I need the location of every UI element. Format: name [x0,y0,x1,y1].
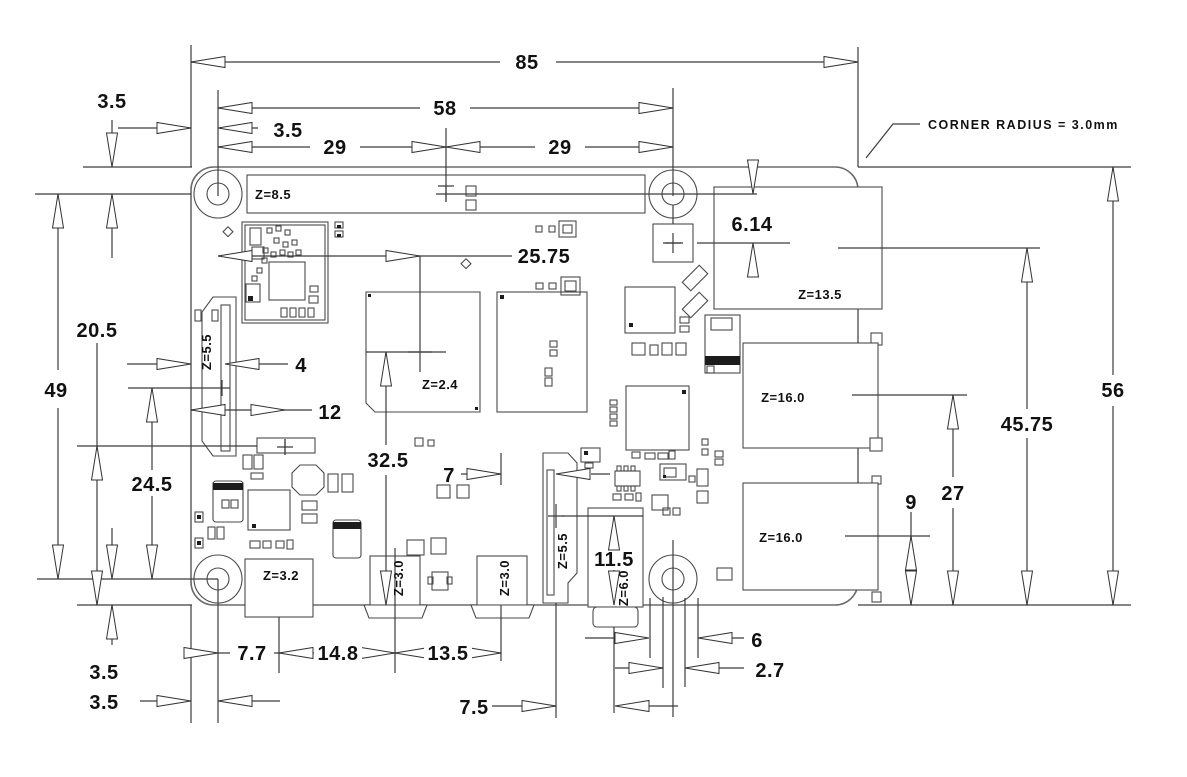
z-usb-lower: Z=16.0 [759,530,803,545]
dim-hdmi-to-csi-gap: 7 [443,465,455,487]
dim-top-edge-to-hole: 3.5 [97,91,126,113]
dim-ethernet-center-height: 45.75 [1001,414,1054,436]
z-power: Z=3.2 [263,568,299,583]
dim-csi-to-audio: 7.5 [459,697,488,719]
power-connector [244,558,314,618]
dim-edge-to-sd: 12 [318,402,341,424]
wifi-part [249,227,262,246]
small-components [194,185,741,591]
dim-bottom-edge-to-hole: 3.5 [89,662,118,684]
dim-hole-to-soc: 25.75 [518,246,571,268]
wifi-dot [248,296,253,301]
z-soc: Z=2.4 [422,377,458,392]
dim-hole-to-poe: 6.14 [732,214,773,236]
dim-dsi-to-hole: 24.5 [132,474,173,496]
dim-hole-pitch-y: 49 [44,380,67,402]
dim-hole-diameter: 2.7 [755,660,784,682]
component-dots [197,225,740,545]
dim-pad-diameter: 6 [751,630,763,652]
dim-csi-center-height: 11.5 [594,549,634,571]
dsi-connector [201,296,237,457]
wifi-passives [251,225,319,318]
z-ethernet: Z=13.5 [798,287,842,302]
ram-chip [496,291,588,413]
dim-hole-to-power: 7.7 [237,643,266,665]
dim-usb-upper-height: 27 [941,483,964,505]
z-height-labels: Z=8.5 Z=13.5 Z=16.0 Z=16.0 Z=2.4 Z=3.2 Z… [199,187,842,606]
usb-tab-1 [869,437,883,452]
dim-power-to-hdmi: 14.8 [318,643,359,665]
corner-radius-note: CORNER RADIUS = 3.0mm [928,118,1119,132]
bottom-connector-2 [476,555,528,606]
sd-card [256,437,316,454]
z-csi: Z=5.5 [555,533,570,569]
wifi-shield-inner [244,224,326,321]
z-audio: Z=6.0 [616,570,631,606]
arrowheads-up [51,166,1120,640]
dim-usb-lower-height: 9 [905,492,917,514]
dim-left-edge-to-hole-bottom: 3.5 [89,692,118,714]
z-hdmi: Z=3.0 [391,560,406,596]
dim-left-edge-to-hole: 3.5 [273,120,302,142]
dim-soc-center-height: 32.5 [368,450,409,472]
usb-tab-3 [871,591,882,603]
wifi-shield-outer [241,221,329,324]
dim-sd-to-bottom: 20.5 [77,320,118,342]
ram-pin1-dot [500,295,504,299]
plate [230,644,274,662]
audio-jack-barrel [592,606,639,628]
z-dsi: Z=5.5 [199,334,214,370]
csi-slot [546,469,555,596]
z-usb-upper: Z=16.0 [761,390,805,405]
dimension-labels: 85 58 29 29 3.5 3.5 6.14 56 45.75 27 9 2… [44,52,1124,719]
bottom-connector-2-shell [470,604,535,619]
dim-edge-to-dsi: 4 [295,355,307,377]
dim-hole-pitch-x: 58 [433,98,456,120]
wifi-part [245,283,261,303]
plate [424,644,472,662]
dsi-slot [220,304,231,452]
z-composite: Z=3.0 [497,560,512,596]
center-marks [214,185,681,517]
z-gpio-header: Z=8.5 [255,187,291,202]
dim-overall-height: 56 [1101,380,1124,402]
dim-hole-span-left: 29 [323,137,346,159]
wifi-chip [268,261,306,301]
plate [314,644,362,662]
csi-connector [542,452,578,604]
dim-hole-span-right: 29 [548,137,571,159]
dim-overall-width: 85 [515,52,538,74]
arrowheads-down [51,132,1120,606]
dim-hdmi-to-csi: 13.5 [428,643,469,665]
wifi-module [241,221,329,324]
